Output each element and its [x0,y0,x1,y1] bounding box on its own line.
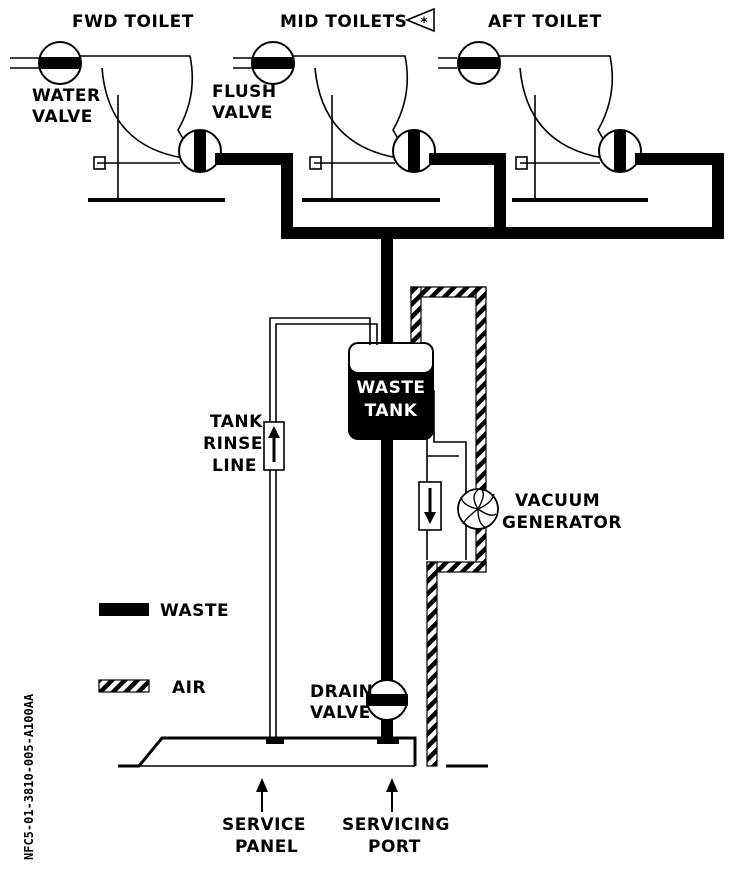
drain-valve-label-2: VALVE [310,703,371,723]
legend-waste-swatch [99,603,149,616]
legend-waste-label: WASTE [160,601,229,621]
note-flag-icon: * [404,7,435,33]
flush-valve-label-2: VALVE [212,103,273,123]
service-panel-label-2: PANEL [235,837,298,857]
waste-tank-icon: WASTE TANK [348,342,434,440]
fwd-water-valve-icon [38,41,82,85]
vacuum-generator-label-2: GENERATOR [502,513,622,533]
water-valve-label-2: VALVE [32,107,93,127]
mid-water-valve-icon [251,41,295,85]
aft-flush-valve-icon [598,129,642,173]
flush-valve-label-1: FLUSH [212,82,277,102]
note-symbol: * [420,15,428,31]
servicing-port-label-2: PORT [368,837,421,857]
vacuum-arrow-icon [424,488,436,524]
service-panel-label-1: SERVICE [222,815,306,835]
legend-air-label: AIR [172,678,206,698]
tank-rinse-label-2: RINSE [203,434,263,454]
fwd-toilet-label: FWD TOILET [72,12,194,32]
mid-flush-valve-icon [392,129,436,173]
aft-toilet-label: AFT TOILET [488,12,602,32]
vacuum-generator-label-1: VACUUM [515,491,600,511]
service-panel-outline [118,736,488,768]
mid-toilets-label: MID TOILETS [280,12,407,32]
aft-water-valve-icon [457,41,501,85]
drain-valve-label-1: DRAIN [310,682,373,702]
drawing-code: NFC5-01-3810-005-A100AA [22,693,36,860]
rinse-arrow-icon [268,426,280,462]
aft-toilet-icon [438,55,648,202]
mid-toilet-icon [233,55,440,202]
air-duct [410,286,487,767]
fwd-flush-valve-icon [178,129,222,173]
tank-rinse-label-3: LINE [212,456,257,476]
waste-tank-label-2: TANK [365,401,418,421]
drain-valve-icon [366,679,408,721]
waste-tank-label-1: WASTE [356,378,425,398]
waste-pipes [215,153,724,744]
tank-rinse-label-1: TANK [210,412,263,432]
fwd-toilet-icon [10,55,225,202]
water-valve-label-1: WATER [32,86,101,106]
service-arrows [256,778,398,812]
legend: WASTE AIR [98,601,229,698]
servicing-port-label-1: SERVICING [342,815,450,835]
legend-air-swatch [98,679,150,693]
vacuum-generator-fan-icon [457,488,499,530]
